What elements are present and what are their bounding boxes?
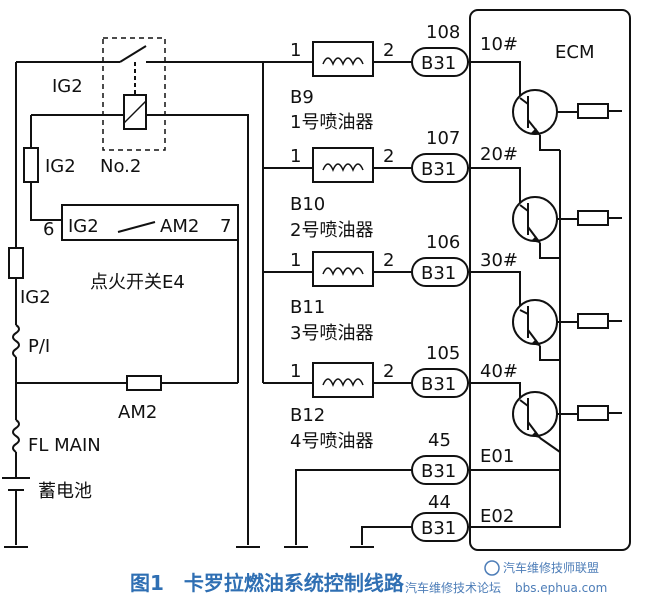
ig-switch-pin-left: 6	[43, 219, 54, 240]
watermark-line2: 汽车维修技术论坛	[405, 580, 501, 595]
ground-label: E02	[480, 506, 514, 527]
injector-code: B9	[290, 87, 314, 108]
injector-coil	[312, 41, 374, 77]
fuse-fl-main-label: FL MAIN	[28, 435, 101, 456]
relay-box	[102, 37, 166, 151]
transistor-4	[512, 391, 622, 453]
ecm-box	[469, 9, 631, 551]
figure-caption: 图1 卡罗拉燃油系统控制线路	[130, 571, 405, 595]
watermark-site: bbs.ephua.com	[515, 581, 607, 595]
fuse-am2	[126, 375, 162, 391]
injector-row-2: 1 2 107 B31 B10 2号喷油器 20#	[263, 128, 518, 241]
ecm-pin: 40#	[480, 361, 518, 382]
injector-code: B12	[290, 405, 325, 426]
watermark-line1: 汽车维修技师联盟	[503, 560, 599, 575]
fusible-link-pi	[12, 324, 20, 358]
ecm-internal-wiring	[468, 61, 561, 528]
ig-switch-right-label: AM2	[160, 216, 199, 237]
transistor-3	[512, 299, 622, 347]
injector-pin1: 1	[290, 40, 301, 61]
connector-label: B31	[421, 53, 456, 74]
ground-row-e01: 45 B31 E01	[295, 430, 514, 545]
fuse-ig2-top-label: IG2	[45, 156, 76, 177]
injector-code: B10	[290, 194, 325, 215]
injector-name: 1号喷油器	[290, 112, 373, 133]
injector-row-4: 1 2 105 B31 B12 4号喷油器 40#	[263, 343, 518, 452]
ground-label: E01	[480, 446, 514, 467]
ecm-pin: 20#	[480, 144, 518, 165]
ig-switch-pin-right: 7	[220, 216, 231, 237]
injector-name: 3号喷油器	[290, 323, 373, 344]
ground-row-e02: 44 B31 E02	[361, 492, 514, 545]
injector-row-3: 1 2 106 B31 B11 3号喷油器 30#	[263, 232, 518, 344]
ecm-label: ECM	[555, 42, 594, 63]
relay-number: No.2	[100, 156, 141, 177]
injector-pin2: 2	[383, 40, 394, 61]
injector-terminal: 107	[426, 128, 460, 149]
fuse-am2-label: AM2	[118, 402, 157, 423]
ig-switch-left-label: IG2	[68, 216, 99, 237]
injector-pin2: 2	[383, 146, 394, 167]
injector-coil	[312, 147, 374, 183]
injector-pin2: 2	[383, 361, 394, 382]
injector-pin1: 1	[290, 250, 301, 271]
ground-terminal: 45	[428, 430, 451, 451]
ig-switch-name: 点火开关E4	[90, 272, 185, 293]
injector-terminal: 108	[426, 22, 460, 43]
injector-row-1: 1 2 108 B31 B9 1号喷油器 10#	[263, 22, 518, 133]
injector-terminal: 105	[426, 343, 460, 364]
injector-name: 2号喷油器	[290, 220, 373, 241]
connector-label: B31	[421, 518, 456, 539]
battery-label: 蓄电池	[38, 481, 92, 502]
injector-code: B11	[290, 297, 325, 318]
transistor-2	[512, 196, 622, 244]
injector-terminal: 106	[426, 232, 460, 253]
relay-name: IG2	[52, 76, 83, 97]
injector-pin1: 1	[290, 146, 301, 167]
injector-name: 4号喷油器	[290, 431, 373, 452]
fuse-ig2-top	[23, 147, 39, 183]
injector-coil	[312, 362, 374, 398]
fusible-link-fl-main	[12, 419, 20, 453]
injector-pin1: 1	[290, 361, 301, 382]
fuse-ig2-lower	[8, 247, 24, 279]
fuse-ig2-lower-label: IG2	[20, 287, 51, 308]
connector-label: B31	[421, 461, 456, 482]
ground-terminal: 44	[428, 492, 451, 513]
connector-label: B31	[421, 263, 456, 284]
connector-label: B31	[421, 374, 456, 395]
connector-label: B31	[421, 159, 456, 180]
watermark: 汽车维修技师联盟 汽车维修技术论坛 bbs.ephua.com	[405, 560, 607, 595]
injector-coil	[312, 251, 374, 287]
ecm-pin: 30#	[480, 250, 518, 271]
ecm-pin: 10#	[480, 34, 518, 55]
transistor-1	[512, 89, 622, 136]
watermark-logo-icon	[484, 560, 500, 576]
injector-pin2: 2	[383, 250, 394, 271]
fuse-pi-label: P/I	[28, 336, 50, 357]
